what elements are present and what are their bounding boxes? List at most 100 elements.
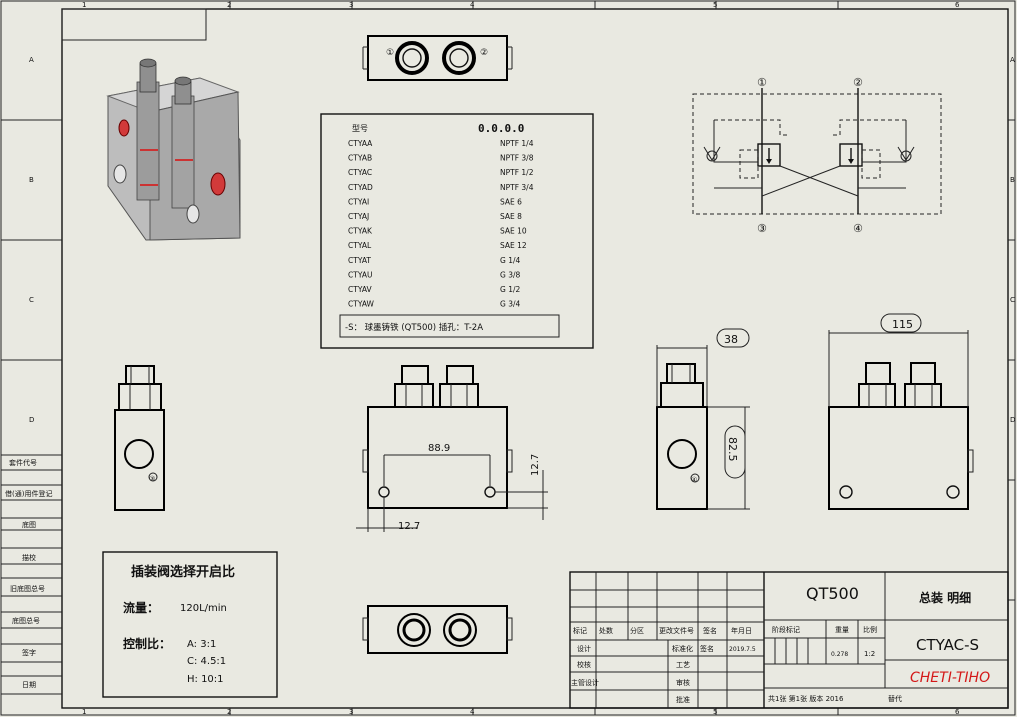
ratio-item: C: 4.5:1 xyxy=(187,656,226,667)
schematic-port: ① xyxy=(757,76,767,89)
model-code: CTYAU xyxy=(348,270,372,279)
model-code: CTYAD xyxy=(348,183,373,192)
model-code: CTYAB xyxy=(348,154,372,163)
port-spec: SAE 10 xyxy=(500,227,527,236)
model-code: CTYAW xyxy=(348,300,375,309)
strip-label: 签字 xyxy=(22,648,36,657)
title-block: 标记 处数 分区 更改文件号 签名 年月日 设计 校核 主管设计 标准化 签名 … xyxy=(569,571,1009,709)
tb-row-label: 设计 xyxy=(577,644,591,653)
border-number: 4 xyxy=(470,708,475,716)
tb-sheet-info: 共1张 第1张 版本 2016 xyxy=(768,694,844,703)
border-letter: D xyxy=(1010,416,1015,424)
port-spec: NPTF 3/4 xyxy=(500,183,534,192)
tb-material: QT500 xyxy=(806,584,859,603)
tb-stage: 阶段标记 xyxy=(772,625,800,634)
model-code: CTYAL xyxy=(348,241,372,250)
dimension: 82.5 xyxy=(726,437,739,462)
flow-value: 120L/min xyxy=(180,603,227,614)
port-spec: SAE 8 xyxy=(500,212,522,221)
strip-label: 日期 xyxy=(22,681,36,689)
port-spec: NPTF 1/4 xyxy=(500,139,534,148)
table-header-right: 0.0.0.0 xyxy=(478,122,524,135)
top-view: ① ② xyxy=(362,35,513,81)
schematic-port: ③ xyxy=(757,222,767,235)
border-letter: C xyxy=(29,296,34,304)
dimension: 12.7 xyxy=(398,521,420,532)
port-label: ② xyxy=(480,48,488,58)
border-letter: B xyxy=(1010,176,1015,184)
note-title: 插装阀选择开启比 xyxy=(131,564,235,580)
border-letter: D xyxy=(29,416,34,424)
port-label: ③ xyxy=(149,475,155,483)
model-code: CTYAJ xyxy=(348,212,369,221)
tb-drawing-no: CTYAC-S xyxy=(916,636,979,654)
border-numbers: 1 2 3 4 5 6 1 2 3 4 5 6 A B C D A B C D xyxy=(29,1,1015,716)
border-number: 2 xyxy=(227,1,231,9)
tb-stage: 重量 xyxy=(835,626,849,634)
note-box: 插装阀选择开启比 流量： 120L/min 控制比： A: 3:1 C: 4.5… xyxy=(102,551,278,698)
port-spec: NPTF 1/2 xyxy=(500,168,534,177)
tb-mid-label: 批准 xyxy=(676,695,690,704)
ratio-label: 控制比： xyxy=(123,636,171,651)
port-spec: G 1/2 xyxy=(500,285,520,294)
border-number: 3 xyxy=(349,1,353,9)
tb-header: 处数 xyxy=(599,626,613,635)
port-label: ① xyxy=(386,48,394,58)
left-strip: 套件代号 借(通)用件登记 底图 描校 旧底图总号 底图总号 签字 日期 xyxy=(1,454,62,695)
strip-label: 旧底图总号 xyxy=(10,584,45,593)
border-number: 5 xyxy=(713,708,717,716)
strip-label: 底图总号 xyxy=(12,616,40,625)
strip-label: 套件代号 xyxy=(9,458,37,467)
model-code: CTYAV xyxy=(348,285,372,294)
ratio-item: A: 3:1 xyxy=(187,639,216,650)
port-label: ④ xyxy=(691,476,697,484)
tb-header: 签名 xyxy=(703,626,717,635)
tb-scale: 1:2 xyxy=(864,650,875,658)
strip-label: 描校 xyxy=(22,553,36,562)
left-side-view: ③ xyxy=(114,365,165,511)
table-header-left: 型号 xyxy=(352,124,368,133)
tb-mid-label: 工艺 xyxy=(676,661,690,669)
tb-row-label: 校核 xyxy=(577,660,591,669)
port-spec: SAE 12 xyxy=(500,241,527,250)
border-number: 3 xyxy=(349,708,353,716)
isometric-view xyxy=(106,58,241,241)
border-number: 6 xyxy=(955,1,960,9)
dimension: 115 xyxy=(892,318,913,331)
hydraulic-schematic: ① ② ③ ④ xyxy=(692,76,942,235)
port-spec: SAE 6 xyxy=(500,197,522,206)
border-number: 1 xyxy=(82,1,86,9)
tb-row-label: 主管设计 xyxy=(571,678,599,687)
border-number: 2 xyxy=(227,708,231,716)
border-letter: A xyxy=(29,56,34,64)
model-code: CTYAA xyxy=(348,139,373,148)
tb-header: 年月日 xyxy=(731,626,752,635)
model-code: CTYAK xyxy=(348,227,373,236)
tb-weight: 0.278 xyxy=(831,651,848,658)
port-spec: G 3/4 xyxy=(500,300,520,309)
strip-label: 借(通)用件登记 xyxy=(5,489,52,498)
port-spec: G 1/4 xyxy=(500,256,520,265)
tb-mid-label: 标准化 xyxy=(672,644,693,653)
flow-label: 流量： xyxy=(123,600,159,615)
port-spec: G 3/8 xyxy=(500,270,520,279)
end-view: 115 xyxy=(828,313,974,510)
border-letter: C xyxy=(1010,296,1015,304)
tb-date: 2019.7.5 xyxy=(729,646,756,653)
tb-mid-label: 审核 xyxy=(676,678,690,687)
side-view: ④ 38 82.5 xyxy=(656,328,750,510)
border-number: 1 xyxy=(82,708,86,716)
strip-label: 底图 xyxy=(22,520,36,529)
dimension: 38 xyxy=(724,333,738,346)
ratio-item: H: 10:1 xyxy=(187,674,224,685)
tb-header: 分区 xyxy=(630,626,644,635)
border-letter: A xyxy=(1010,56,1015,64)
port-spec: NPTF 3/8 xyxy=(500,154,534,163)
model-code: CTYAC xyxy=(348,168,372,177)
border-number: 6 xyxy=(955,708,960,716)
schematic-port: ④ xyxy=(853,222,863,235)
